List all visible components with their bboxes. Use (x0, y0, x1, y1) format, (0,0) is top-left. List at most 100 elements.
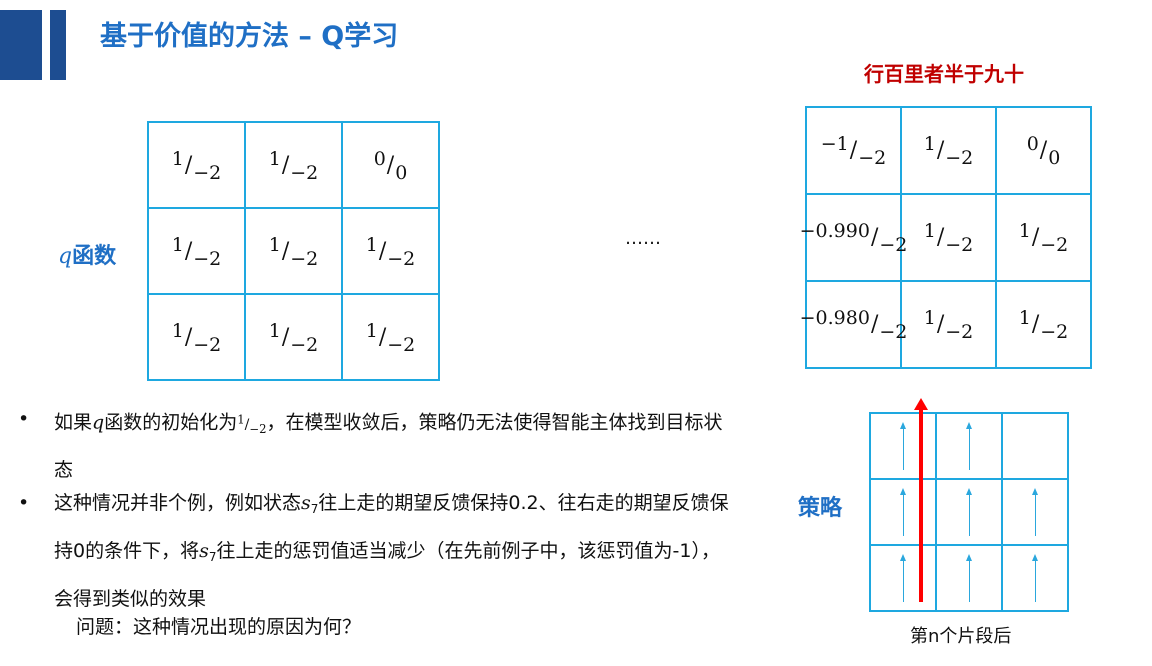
q-cell: −0.980/−2 (800, 281, 907, 368)
q-denominator: −2 (945, 147, 974, 169)
q-numerator: 1 (923, 133, 936, 155)
q-denominator: −2 (1040, 234, 1069, 256)
b1-text-c: ，在模型收敛后，策略仍无法使得智能主体找到目标状态 (54, 411, 723, 482)
policy-cell (1002, 545, 1068, 611)
q-denominator: −2 (879, 234, 908, 256)
policy-cell (1002, 479, 1068, 545)
bullet-dot: • (18, 408, 30, 430)
policy-cell (936, 479, 1002, 545)
q-numerator: −0.990 (799, 220, 870, 242)
b2-state-sub: 7 (310, 502, 319, 516)
q-numerator: 1 (268, 319, 281, 342)
q-cell: 1/−2 (245, 122, 342, 208)
q-cell: 1/−2 (342, 294, 439, 380)
q-cell: 1/−2 (148, 208, 245, 294)
q-denominator: −2 (945, 321, 974, 343)
policy-grid (869, 412, 1069, 612)
title-bar-block (0, 10, 42, 80)
q-label-text: 函数 (72, 244, 117, 269)
b1-den: −2 (249, 421, 267, 436)
arrow-up-icon (966, 488, 972, 536)
bullet-dot: • (18, 492, 30, 514)
policy-caption: 第n个片段后 (910, 626, 1012, 647)
q-cell: 1/−2 (245, 294, 342, 380)
q-cell: −0.990/−2 (800, 194, 907, 281)
q-numerator: 1 (268, 233, 281, 256)
q-cell: 1/−2 (901, 107, 996, 194)
q-denominator: −2 (879, 321, 908, 343)
q-numerator: 1 (365, 319, 378, 342)
b1-text-a: 如果 (54, 411, 93, 434)
arrow-up-icon (966, 554, 972, 602)
b1-num: 1 (237, 412, 245, 426)
q-denominator: −2 (858, 147, 887, 169)
motto: 行百里者半于九十 (864, 62, 1024, 86)
q-numerator: 1 (171, 147, 184, 170)
q-cell: 0/0 (996, 107, 1091, 194)
b1-var: q (92, 411, 105, 434)
arrow-up-icon (1032, 554, 1038, 602)
policy-cell (870, 545, 936, 611)
q-denominator: −2 (1040, 321, 1069, 343)
q-denominator: −2 (290, 247, 319, 270)
b2-state-sub-2: 7 (208, 550, 217, 564)
arrow-up-icon (966, 422, 972, 470)
q-denominator: 0 (395, 161, 408, 184)
q-numerator: 1 (1018, 307, 1031, 329)
arrow-up-icon (900, 554, 906, 602)
q-numerator: 1 (268, 147, 281, 170)
arrow-up-icon (1032, 488, 1038, 536)
q-denominator: −2 (193, 247, 222, 270)
q-denominator: −2 (193, 161, 222, 184)
q-numerator: 1 (171, 319, 184, 342)
b2-state-2: s (199, 540, 209, 562)
bullet-2: • 这种情况并非个例，例如状态s7往上走的期望反馈保持0.2、往右走的期望反馈保… (18, 482, 738, 620)
q-cell: 1/−2 (245, 208, 342, 294)
b2-state: s (301, 492, 311, 514)
q-denominator: −2 (290, 333, 319, 356)
q-cell: 1/−2 (342, 208, 439, 294)
title-bar-accent (50, 10, 66, 80)
q-denominator: −2 (290, 161, 319, 184)
arrow-up-icon (900, 422, 906, 470)
policy-cell (870, 413, 936, 479)
q-cell: 1/−2 (901, 194, 996, 281)
policy-cell (936, 545, 1002, 611)
q-denominator: 0 (1048, 147, 1061, 169)
q-numerator: 1 (365, 233, 378, 256)
red-arrow-head (914, 398, 928, 410)
q-cell: −1/−2 (806, 107, 901, 194)
q-cell: 1/−2 (996, 194, 1091, 281)
policy-cell (936, 413, 1002, 479)
q-function-label: q函数 (58, 238, 116, 270)
q-numerator: 1 (171, 233, 184, 256)
policy-cell (870, 479, 936, 545)
q-numerator: 0 (1026, 133, 1039, 155)
b2-text-c: 往上走的惩罚值适当减少（在先前例子中，该惩罚值为-1），会得到类似的效果 (54, 540, 720, 610)
q-numerator: 0 (373, 147, 386, 170)
q-var: q (58, 244, 73, 269)
page-title: 基于价值的方法 – Q学习 (100, 21, 399, 52)
bullet-1: • 如果q函数的初始化为1/−2，在模型收敛后，策略仍无法使得智能主体找到目标状… (18, 398, 738, 491)
b1-text-b: 函数的初始化为 (104, 411, 238, 434)
b2-text-a: 这种情况并非个例，例如状态 (54, 492, 302, 514)
q-denominator: −2 (387, 333, 416, 356)
red-path-arrow (919, 408, 923, 602)
q-cell: 1/−2 (148, 122, 245, 208)
q-numerator: 1 (923, 307, 936, 329)
q-numerator: 1 (1018, 220, 1031, 242)
policy-cell (1002, 413, 1068, 479)
q-denominator: −2 (945, 234, 974, 256)
q-denominator: −2 (387, 247, 416, 270)
ellipsis: …… (625, 228, 661, 249)
q-numerator: 1 (923, 220, 936, 242)
b2-text-b: 往上走的期望反馈保持0.2、往右走的期望反馈保持0的条件下，将 (54, 492, 729, 562)
q-cell: 0/0 (342, 122, 439, 208)
q-numerator: −1 (820, 133, 849, 155)
policy-label: 策略 (798, 496, 843, 521)
q-cell: 1/−2 (901, 281, 996, 368)
question: 问题：这种情况出现的原因为何？ (76, 616, 362, 638)
q-numerator: −0.980 (799, 307, 870, 329)
